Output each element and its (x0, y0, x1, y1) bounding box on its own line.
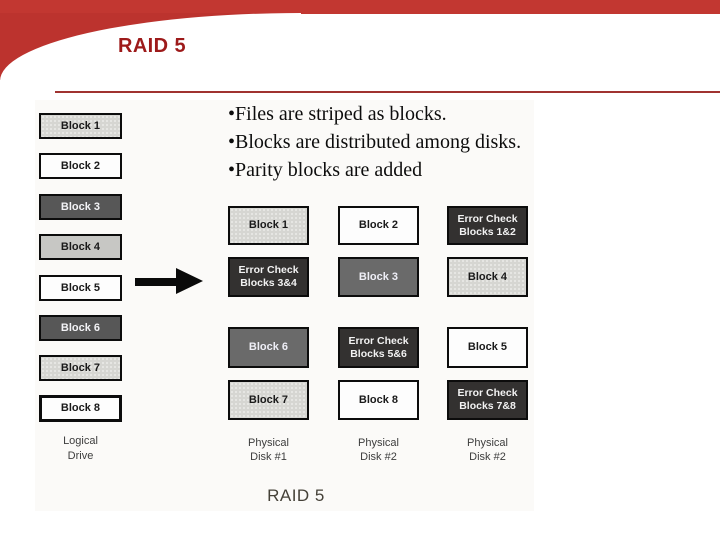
grid-block-7: Block 7 (228, 380, 309, 420)
physical-disk-3-label: Physical Disk #2 (447, 436, 528, 464)
block-label-line2: Blocks 1&2 (459, 225, 516, 238)
disk-label-line2: Disk #1 (250, 451, 287, 463)
header-red-band (0, 0, 720, 14)
block-label: Block 4 (467, 270, 508, 283)
page-title: RAID 5 (118, 35, 186, 57)
logical-block-5: Block 5 (39, 275, 122, 301)
block-label: Block 8 (358, 393, 399, 406)
block-label: Block 7 (248, 393, 289, 406)
arrow-head (176, 268, 203, 294)
bullet-text: Files are striped as blocks. (235, 103, 447, 125)
block-label: Error Check (238, 264, 299, 276)
disk-label-line2: Disk #2 (360, 451, 397, 463)
block-label: Block 4 (60, 240, 101, 253)
bullet-text: Parity blocks are added (235, 159, 423, 181)
block-label: Block 3 (358, 270, 399, 283)
diagram-caption: RAID 5 (267, 486, 325, 505)
physical-disk-2-label: Physical Disk #2 (338, 436, 419, 464)
right-arrow-icon (135, 268, 203, 295)
bullet-icon: • (228, 131, 236, 153)
block-label: Block 2 (358, 219, 399, 231)
disk-label-line1: Physical (467, 437, 508, 449)
bullet-text: Blocks are distributed among disks. (235, 131, 522, 153)
block-label: Block 6 (248, 341, 289, 353)
bullet-item: •Files are striped as blocks. (228, 100, 620, 128)
logical-drive-label: Logical Drive (39, 434, 122, 464)
disk-label-line1: Physical (248, 437, 289, 449)
logical-drive-label-line2: Drive (67, 450, 94, 462)
block-label-line2: Blocks 7&8 (459, 400, 516, 412)
block-label: Block 7 (60, 361, 101, 374)
logical-block-2: Block 2 (39, 153, 122, 179)
logical-block-7: Block 7 (39, 355, 122, 381)
bullet-item: •Blocks are distributed among disks. (228, 128, 620, 156)
grid-block-2: Block 2 (338, 206, 419, 245)
block-label: Block 1 (60, 119, 101, 132)
logical-block-1: Block 1 (39, 113, 122, 139)
bullet-icon: • (228, 103, 236, 125)
grid-block-8: Block 8 (338, 380, 419, 420)
grid-block-6: Block 6 (228, 327, 309, 368)
bullet-list: •Files are striped as blocks. •Blocks ar… (228, 100, 620, 184)
logical-block-6: Block 6 (39, 315, 122, 341)
title-divider (55, 91, 720, 93)
grid-block-3: Block 3 (338, 257, 419, 297)
grid-block-1: Block 1 (228, 206, 309, 245)
block-label: Block 5 (467, 341, 508, 353)
logical-drive-label-line1: Logical (63, 435, 98, 447)
grid-block-5: Block 5 (447, 327, 528, 368)
bullet-item: •Parity blocks are added (228, 156, 620, 184)
logical-block-8: Block 8 (39, 395, 122, 422)
logical-block-4: Block 4 (39, 234, 122, 260)
block-label-line2: Blocks 3&4 (240, 277, 297, 289)
block-label: Block 5 (60, 281, 101, 294)
block-label: Block 2 (60, 159, 101, 172)
block-label: Error Check (457, 387, 518, 399)
grid-block-4: Block 4 (447, 257, 528, 297)
logical-block-3: Block 3 (39, 194, 122, 220)
block-label: Block 1 (248, 219, 289, 231)
block-label: Error Check (457, 212, 518, 225)
block-label: Error Check (348, 334, 409, 347)
physical-disk-1-label: Physical Disk #1 (228, 436, 309, 464)
disk-label-line2: Disk #2 (469, 451, 506, 463)
disk-label-line1: Physical (358, 437, 399, 449)
block-label: Block 6 (60, 321, 101, 334)
block-label-line2: Blocks 5&6 (350, 347, 407, 360)
arrow-shaft (135, 278, 179, 286)
block-label: Block 3 (60, 200, 101, 213)
bullet-icon: • (228, 159, 236, 181)
block-label: Block 8 (60, 402, 101, 414)
